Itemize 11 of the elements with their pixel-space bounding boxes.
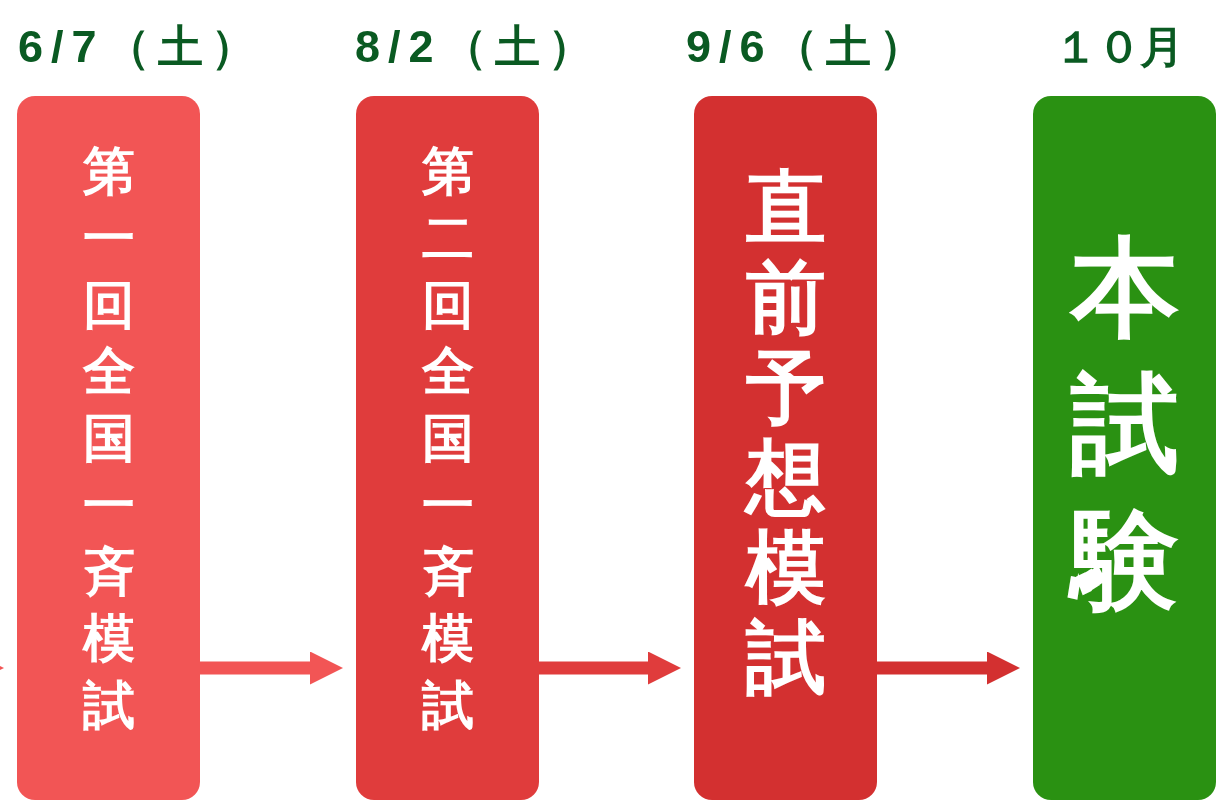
arrow [539,651,681,685]
date-label: 9/6（土） [686,24,932,69]
exam-title: 直前予想模試 [743,162,827,702]
arrow [200,651,343,685]
date-label: 6/7（土） [18,24,264,69]
arrow [877,651,1020,685]
exam-title: 第二回全国一斉模試 [420,139,475,737]
date-label: 8/2（土） [355,24,601,69]
date-label: １０月 [1054,24,1183,69]
exam-title: 本試験 [1068,219,1181,627]
exam-title: 第一回全国一斉模試 [81,139,136,737]
